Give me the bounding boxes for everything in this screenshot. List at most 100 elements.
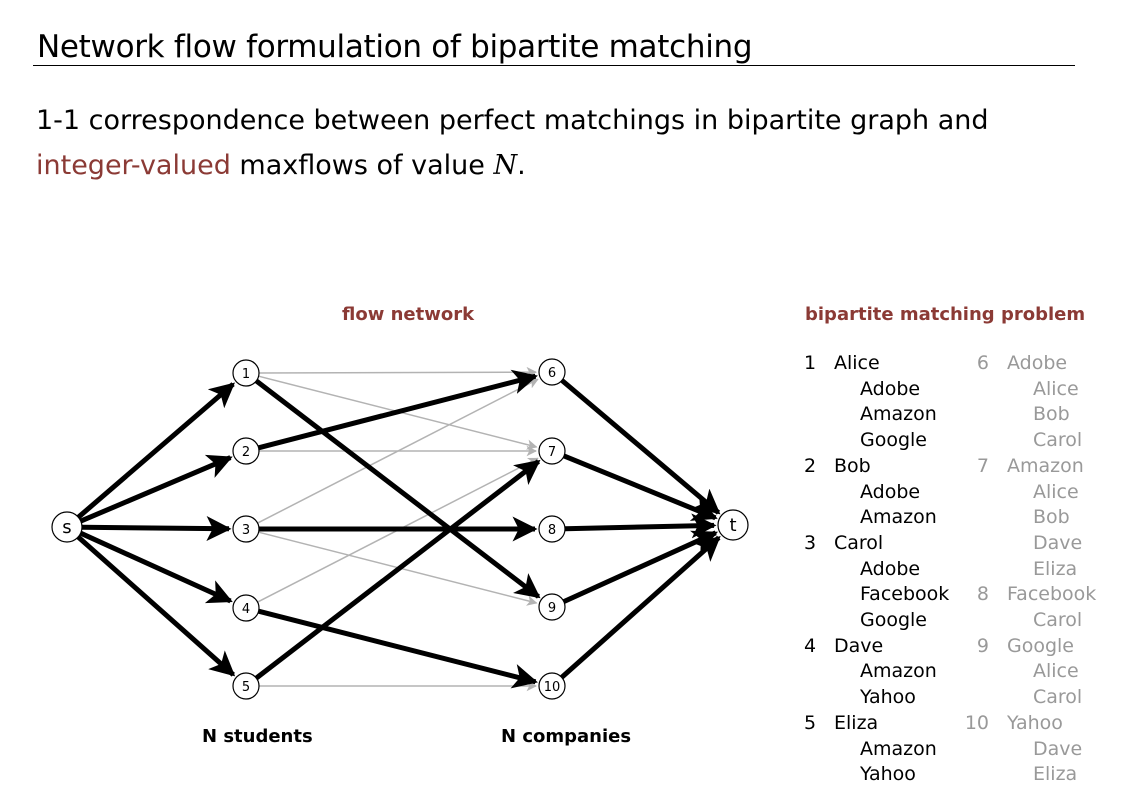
student-number: 5 (804, 711, 817, 734)
company-preference: Dave (1033, 531, 1083, 554)
company-node-9-circle (538, 593, 566, 621)
student-preference: Yahoo (860, 686, 916, 709)
student-node-5-label: 5 (242, 680, 250, 695)
edge-s-3 (81, 516, 232, 542)
company-node-8-circle (538, 515, 566, 543)
student-node-4: 4 (232, 594, 260, 622)
student-node-1-circle (232, 359, 260, 387)
edge-6-t (560, 378, 721, 515)
company-node-10-label: 10 (544, 680, 561, 695)
edge-1-6 (258, 366, 538, 378)
edge-10-t (560, 535, 721, 680)
student-node-3-circle (232, 515, 260, 543)
student-preference: Amazon (860, 403, 937, 426)
source-node-label: s (62, 517, 71, 538)
intro-statement: 1-1 correspondence between perfect match… (36, 98, 1086, 188)
company-number: 6 (976, 352, 989, 374)
student-name: Alice (834, 352, 880, 374)
company-preference: Alice (1033, 480, 1079, 503)
student-number: 1 (804, 352, 817, 374)
slide-title: Network flow formulation of bipartite ma… (37, 28, 753, 65)
company-number: 9 (976, 634, 989, 657)
company-preference: Alice (1033, 660, 1079, 683)
student-preference: Amazon (860, 506, 937, 529)
intro-highlight: integer-valued (36, 150, 231, 181)
student-name: Dave (834, 634, 884, 657)
student-preference: Amazon (860, 737, 937, 760)
student-node-2: 2 (232, 437, 260, 465)
student-node-3: 3 (232, 515, 260, 543)
student-preference: Adobe (860, 377, 921, 400)
company-name: Yahoo (1007, 711, 1063, 734)
student-node-3-label: 3 (242, 523, 250, 538)
company-node-7-label: 7 (548, 445, 556, 460)
student-preference: Google (860, 429, 928, 452)
student-preference: Adobe (860, 480, 921, 503)
student-preference: Facebook (860, 583, 950, 606)
edge-1-9 (254, 378, 541, 599)
student-preference: Adobe (860, 557, 921, 580)
intro-rest: maxflows of value (230, 150, 494, 181)
sink-node-label: t (729, 515, 736, 536)
company-node-6: 6 (538, 358, 566, 386)
company-name: Google (1007, 634, 1075, 657)
student-node-1-label: 1 (242, 367, 250, 382)
edge-s-2 (79, 454, 233, 524)
company-node-8-label: 8 (548, 523, 556, 538)
company-node-10-circle (538, 672, 566, 700)
student-node-4-circle (232, 594, 260, 622)
edge-s-1 (76, 382, 235, 520)
company-node-6-circle (538, 358, 566, 386)
edge-9-t (562, 530, 718, 604)
company-preference: Carol (1033, 429, 1083, 452)
company-preference: Alice (1033, 377, 1079, 400)
edge-5-7 (254, 459, 541, 681)
flow-network-caption: flow network (342, 304, 475, 325)
companies-label: N companies (501, 726, 632, 747)
student-node-5-circle (232, 672, 260, 700)
source-node: s (51, 511, 83, 543)
intro-period: . (517, 150, 526, 181)
student-node-2-label: 2 (242, 445, 250, 460)
company-preference: Dave (1033, 737, 1083, 760)
source-node-circle (51, 511, 83, 543)
company-name: Adobe (1007, 352, 1068, 374)
company-node-7-circle (538, 437, 566, 465)
company-name: Amazon (1007, 454, 1084, 477)
student-name: Bob (834, 454, 871, 477)
company-number: 7 (976, 454, 989, 477)
flow-edges (76, 369, 721, 689)
sink-node-circle (717, 509, 749, 541)
edge-3-6 (257, 378, 539, 524)
flow-network-diagram: s t 1 2 3 4 5 6 7 8 9 10 (51, 358, 749, 700)
company-node-6-label: 6 (548, 366, 556, 381)
edge-4-10 (257, 608, 538, 689)
student-node-1: 1 (232, 359, 260, 387)
edge-s-5 (76, 535, 236, 677)
student-number: 3 (804, 531, 817, 554)
student-name: Eliza (834, 711, 879, 734)
company-preference: Carol (1033, 609, 1083, 631)
student-name: Carol (834, 531, 884, 554)
company-node-8: 8 (538, 515, 566, 543)
intro-line-1: 1-1 correspondence between perfect match… (36, 105, 989, 136)
student-preference: Amazon (860, 660, 937, 683)
company-name: Facebook (1007, 583, 1097, 606)
company-number: 8 (976, 583, 989, 606)
company-number: 10 (964, 711, 989, 734)
title-divider (33, 65, 1075, 66)
company-preference: Eliza (1033, 557, 1078, 580)
company-preference: Eliza (1033, 763, 1078, 786)
company-node-9: 9 (538, 593, 566, 621)
edge-s-4 (79, 530, 233, 604)
student-preference: Yahoo (860, 763, 916, 786)
student-preference: Google (860, 609, 928, 631)
intro-math-n: N (493, 150, 518, 181)
network-nodes: s t 1 2 3 4 5 6 7 8 9 10 (51, 358, 749, 700)
company-preference: Carol (1033, 686, 1083, 709)
student-number: 4 (804, 634, 817, 657)
students-label: N students (202, 726, 313, 747)
edge-2-6 (257, 369, 538, 451)
student-node-5: 5 (232, 672, 260, 700)
company-node-7: 7 (538, 437, 566, 465)
